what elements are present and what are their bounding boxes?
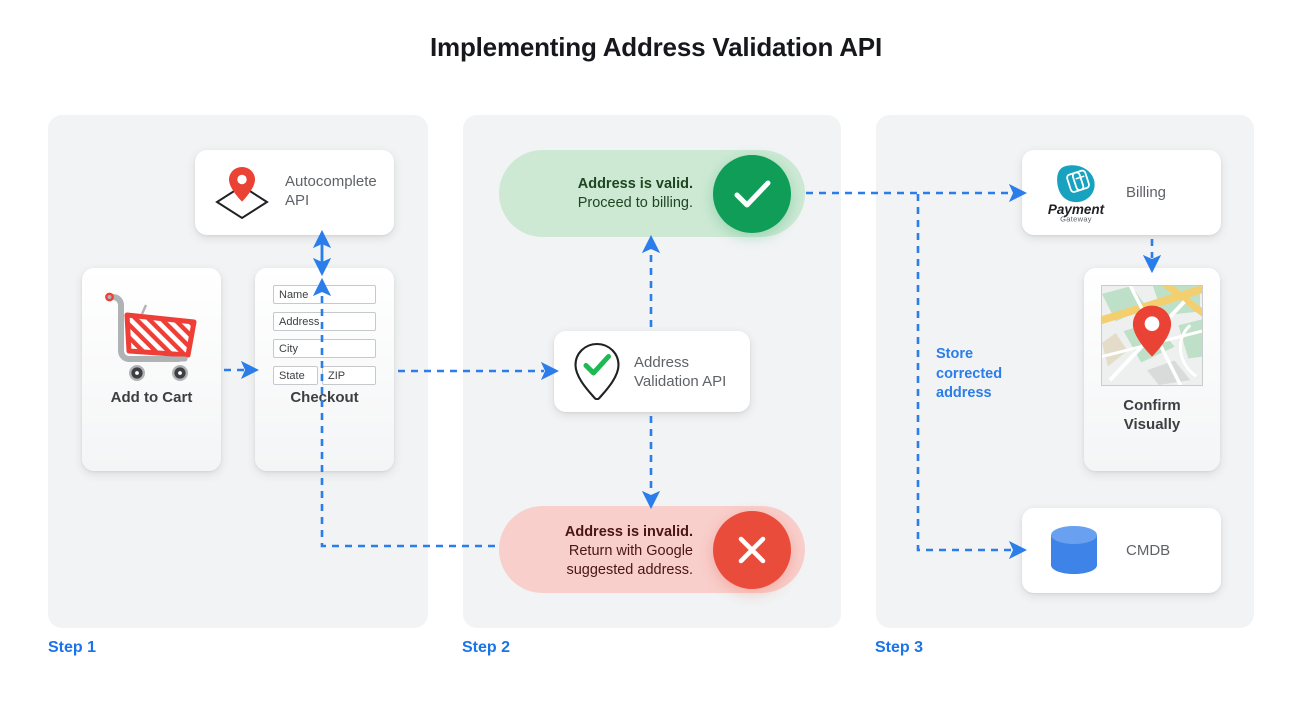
address-field[interactable]: Address (273, 312, 376, 331)
step-1-label: Step 1 (48, 639, 97, 656)
cmdb-label: CMDB (1126, 542, 1171, 559)
database-cylinder-icon (1051, 526, 1097, 574)
address-valid-headline: Address is valid. (577, 176, 693, 192)
add-to-cart-caption: Add to Cart (110, 389, 193, 406)
confirm-visually-card[interactable]: Confirm Visually (1084, 268, 1220, 471)
check-icon (734, 180, 771, 208)
billing-card[interactable]: Payment Gateway Billing (1022, 150, 1221, 235)
shopping-cart-icon (105, 292, 197, 381)
autocomplete-api-label: Autocomplete API (285, 173, 377, 209)
close-icon (738, 536, 766, 564)
address-invalid-text: Address is invalid. Return with Google s… (565, 523, 693, 580)
add-to-cart-card[interactable]: Add to Cart (82, 268, 221, 471)
autocomplete-api-card[interactable]: Autocomplete API (195, 150, 394, 235)
confirm-visually-caption: Confirm Visually (1084, 396, 1220, 434)
confirm-caption-line1: Confirm (1123, 397, 1181, 414)
payment-logo-primary: Payment (1048, 202, 1105, 217)
confirm-caption-line2: Visually (1123, 416, 1181, 433)
validation-label-line2: Validation API (634, 373, 727, 390)
checkout-caption: Checkout (290, 389, 359, 406)
address-invalid-headline: Address is invalid. (564, 524, 693, 540)
address-invalid-detail-line2: suggested address. (566, 562, 693, 578)
billing-label: Billing (1126, 184, 1167, 201)
step-3-label: Step 3 (875, 639, 924, 656)
address-validation-api-card[interactable]: Address Validation API (554, 331, 750, 412)
state-field[interactable]: State (273, 366, 318, 385)
city-field[interactable]: City (273, 339, 376, 358)
address-valid-detail: Proceed to billing. (577, 195, 693, 211)
address-invalid-detail-line1: Return with Google (568, 543, 693, 559)
address-valid-text: Address is valid. Proceed to billing. (578, 175, 693, 213)
invalid-status-badge (713, 511, 791, 589)
payment-gateway-icon: Payment Gateway (1048, 165, 1105, 224)
map-pin-diamond-icon (215, 167, 269, 220)
cmdb-card[interactable]: CMDB (1022, 508, 1221, 593)
checkout-card[interactable]: Name Address City State ZIP Checkout (255, 268, 394, 471)
store-corrected-address-note: Store corrected address (936, 346, 1003, 401)
zip-field[interactable]: ZIP (322, 366, 376, 385)
valid-status-badge (713, 155, 791, 233)
validation-label-line1: Address (634, 354, 690, 371)
name-field[interactable]: Name (273, 285, 376, 304)
map-thumbnail-icon (1101, 285, 1203, 386)
pin-check-icon (574, 342, 620, 400)
payment-logo-secondary: Gateway (1060, 215, 1092, 224)
step-2-label: Step 2 (462, 639, 511, 656)
page-title: Implementing Address Validation API (430, 32, 882, 62)
address-validation-api-label: Address Validation API (634, 353, 744, 391)
